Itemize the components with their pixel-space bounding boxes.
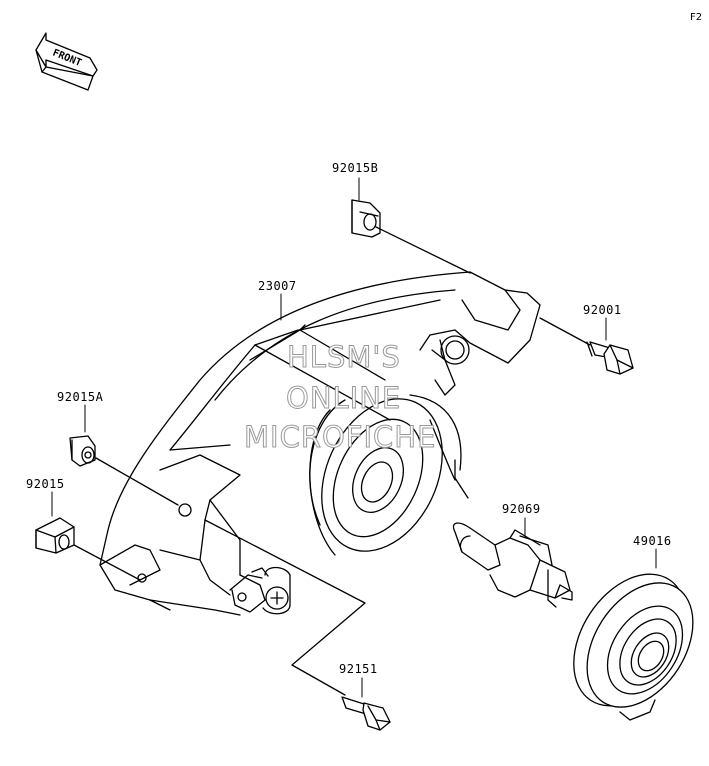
part-label-49016[interactable]: 49016 [633,534,672,548]
watermark-line-2: ONLINE [285,381,402,416]
bolt-92151 [204,519,391,731]
part-label-92001[interactable]: 92001 [583,303,622,317]
lens-ring-49016 [573,573,694,721]
housing-lens [309,394,462,556]
front-arrow-icon: FRONT [35,32,98,91]
bulb-92069 [452,522,573,608]
part-label-92015A[interactable]: 92015A [57,390,104,404]
headlight-housing [99,271,541,616]
grommet-92015A [69,435,179,506]
watermark-line-3: MICROFICHE [243,420,437,455]
part-label-23007[interactable]: 23007 [258,279,297,293]
page-code: F2 [690,12,703,23]
part-label-92069[interactable]: 92069 [502,502,541,516]
part-label-92015B[interactable]: 92015B [332,161,379,175]
leader-lines [51,177,657,698]
bolt-92001 [539,317,634,375]
adjuster-knob [431,335,470,396]
part-label-92015[interactable]: 92015 [26,477,65,491]
part-label-92151[interactable]: 92151 [339,662,378,676]
watermark-line-1: HLSM'S [287,340,401,375]
clip-92015 [35,517,141,581]
clip-92015B [351,199,471,274]
